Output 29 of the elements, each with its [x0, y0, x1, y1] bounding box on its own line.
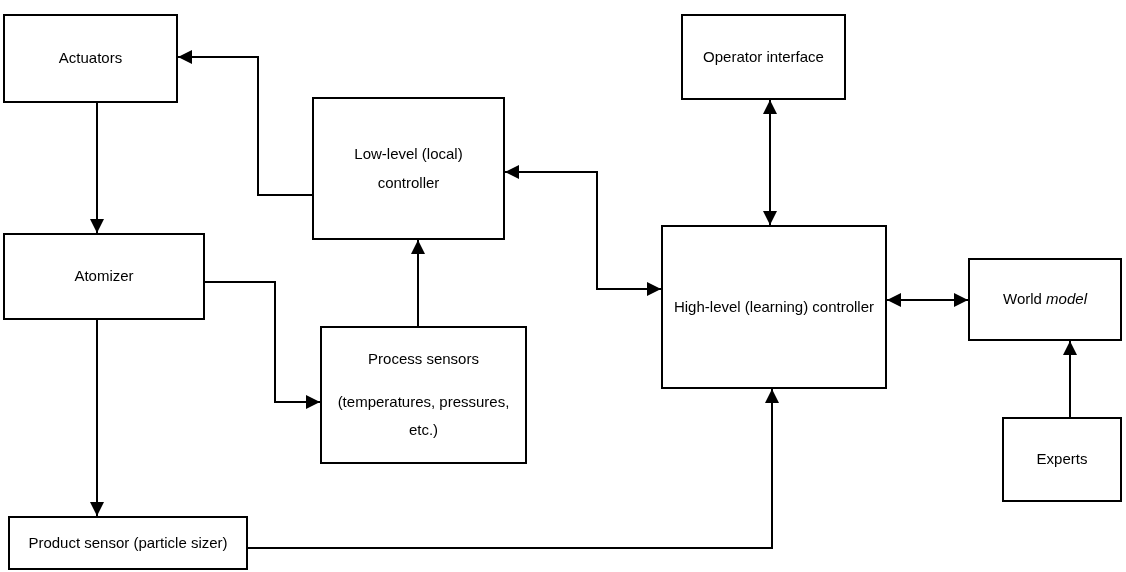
arrow: [886, 293, 969, 307]
process-box: [8, 516, 248, 570]
arrow: [504, 165, 662, 296]
box-label: (temperatures, pressures, etc.): [336, 391, 511, 441]
box-label: World model: [1003, 289, 1087, 310]
arrow: [204, 281, 321, 409]
process-box: [312, 97, 505, 240]
arrow: [90, 102, 104, 234]
box-label: Atomizer: [74, 266, 134, 287]
arrow: [90, 319, 104, 517]
box-label: Process sensors: [368, 349, 479, 370]
process-box: [968, 258, 1122, 341]
process-box: [320, 326, 527, 464]
box-label: High-level (learning) controller: [673, 296, 875, 317]
arrow: [1063, 340, 1077, 418]
box-label: Experts: [1036, 449, 1088, 470]
process-box: [1002, 417, 1122, 502]
arrow: [411, 239, 425, 327]
box-label: Actuators: [58, 48, 123, 69]
process-box: [661, 225, 887, 389]
arrow: [247, 388, 779, 549]
box-label: Operator interface: [703, 46, 824, 67]
process-box: [3, 14, 178, 103]
process-box: [681, 14, 846, 100]
box-label: Product sensor (particle sizer): [28, 532, 228, 553]
arrow: [763, 99, 777, 226]
process-box: [3, 233, 205, 320]
arrow: [177, 50, 313, 196]
box-label: Low-level (local) controller: [353, 144, 464, 193]
